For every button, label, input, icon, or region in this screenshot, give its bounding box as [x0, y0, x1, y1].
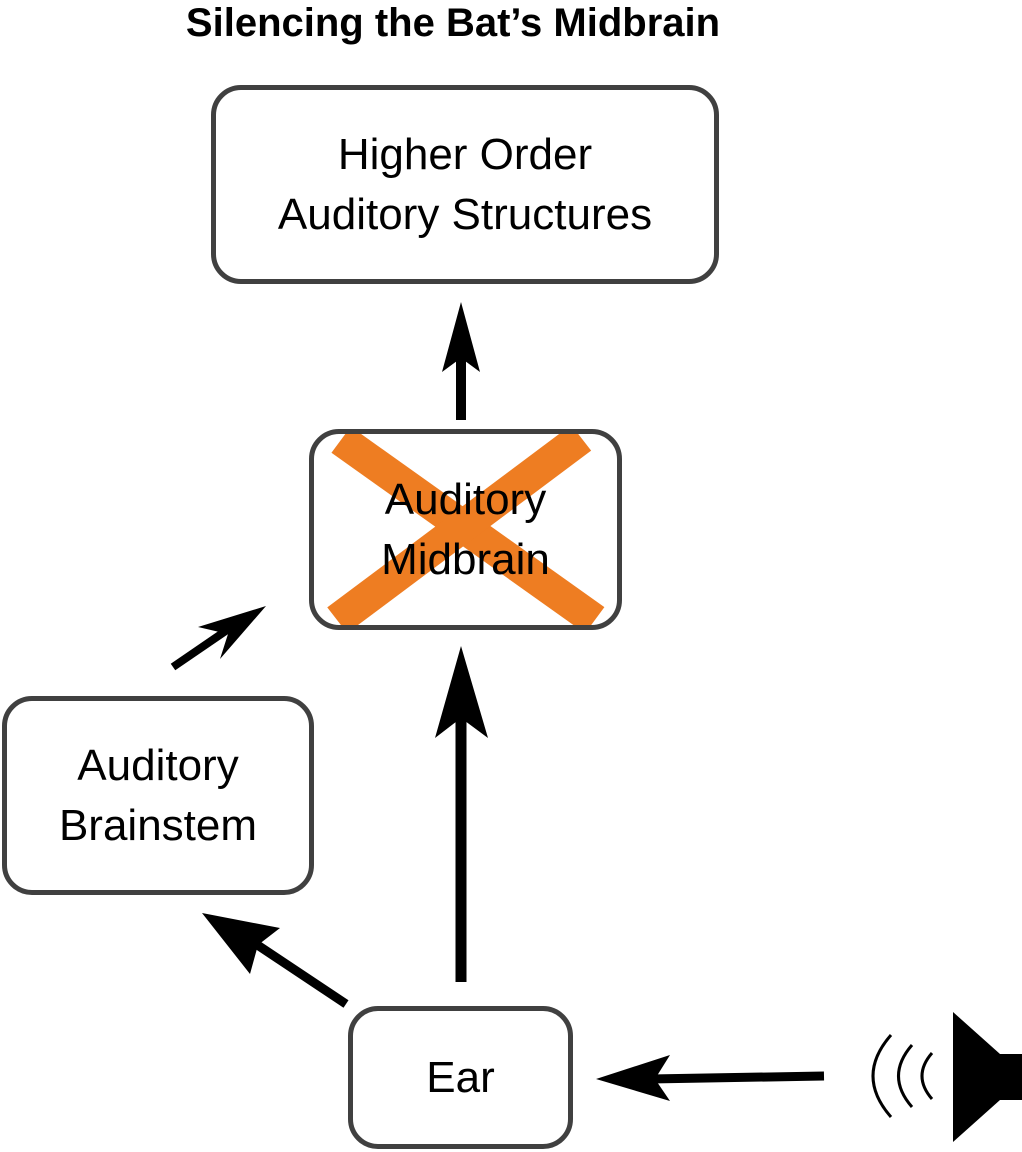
ear-label: Ear	[426, 1052, 495, 1102]
midbrain-label-line1: Auditory	[384, 474, 547, 524]
midbrain-label-line2: Midbrain	[381, 534, 550, 584]
arrow-brainstem-to-midbrain	[170, 606, 266, 671]
auditory-midbrain-box: Auditory Midbrain	[309, 429, 622, 630]
brainstem-label-line1: Auditory	[77, 740, 239, 790]
arrow-midbrain-to-higher	[442, 302, 480, 420]
arrow-ear-to-midbrain	[435, 646, 488, 982]
arrow-speaker-to-ear	[596, 1055, 825, 1101]
ear-box: Ear	[348, 1006, 573, 1149]
higher-order-label-line1: Higher Order	[337, 129, 593, 179]
higher-order-label-line2: Auditory Structures	[277, 189, 653, 239]
diagram-title: Silencing the Bat’s Midbrain	[185, 1, 721, 45]
sound-waves-icon	[871, 1034, 934, 1118]
arrow-ear-to-brainstem	[202, 913, 349, 1008]
speaker-icon	[953, 1012, 1022, 1142]
brainstem-label-line2: Brainstem	[58, 800, 258, 850]
higher-order-auditory-structures-box: Higher Order Auditory Structures	[211, 85, 719, 284]
auditory-brainstem-box: Auditory Brainstem	[2, 696, 314, 895]
